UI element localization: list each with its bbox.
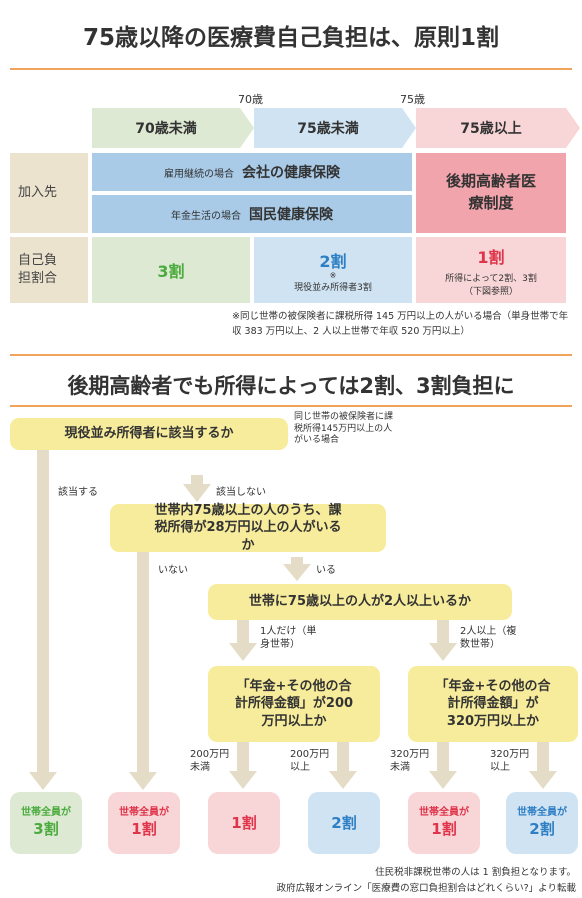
copay-over75-note: 所得によって2割、3割: [445, 273, 537, 284]
footnote: ※同じ世帯の被保険者に課税所得 145 万円以上の人がいる場合（単身世帯で年収 …: [232, 311, 569, 338]
arrow-head-single: [229, 643, 257, 661]
arrow-head-no2: [129, 772, 157, 790]
flow-bar-no2: [137, 552, 149, 775]
arrow-head-no1: [183, 484, 211, 502]
arrow-head-under200: [229, 771, 257, 789]
question-taxable-income: 世帯内75歳以上の人のうち、課税所得が28万円以上の人がいるか: [110, 503, 386, 553]
copay-over75-cell: 1割 所得によって2割、3割 （下図参照）: [416, 237, 566, 303]
label-over320: 320万円以上: [490, 749, 530, 773]
arrow-head-yes2: [283, 564, 311, 581]
flow-bar-single: [237, 620, 249, 646]
flow-bar-under320: [437, 742, 449, 774]
age-mark-70: 70歳: [238, 93, 263, 106]
label-under320: 320万円未満: [390, 749, 430, 773]
elderly-medical-system-cell: 後期高齢者医療制度: [416, 153, 566, 233]
section2-divider: [10, 405, 572, 407]
section-divider: [10, 354, 572, 356]
exemption-note: 住民税非課税世帯の人は 1 割負担となります。: [375, 867, 576, 878]
header-arrow-under75: [254, 108, 416, 148]
label-single-household: 1人だけ（単身世帯）: [260, 626, 317, 650]
pension-small-label: 年金生活の場合: [171, 210, 241, 222]
copay-over75-value: 1割: [477, 247, 505, 267]
flow-bar-yes2: [291, 557, 303, 567]
result-single-1-value: 1割: [231, 813, 257, 832]
label-yes1: 該当する: [58, 487, 98, 498]
age-mark-75: 75歳: [400, 93, 425, 106]
question-current-income-note: 同じ世帯の被保険者に課税所得145万円以上の人がいる場合: [294, 412, 394, 446]
arrow-head-under320: [429, 771, 457, 789]
question-household-count: 世帯に75歳以上の人が2人以上いるか: [208, 584, 512, 620]
arrow-head-over200: [329, 771, 357, 789]
header-under75: 75歳未満: [297, 121, 359, 137]
title-divider: [10, 68, 572, 70]
flow-bar-under200: [237, 742, 249, 774]
row-label-copay: 自己負担割合: [10, 237, 88, 303]
employment-insurance-cell: 雇用継続の場合 会社の健康保険: [92, 153, 412, 191]
result-multi-1-label: 世帯全員が: [419, 807, 469, 819]
question-current-income: 現役並み所得者に該当するか: [10, 418, 288, 450]
label-multi-household: 2人以上（複数世帯）: [460, 626, 517, 650]
label-over200: 200万円以上: [290, 749, 330, 773]
national-insurance-cell: 年金生活の場合 国民健康保険: [92, 195, 412, 233]
section2-title: 後期高齢者でも所得によっては2割、3割負担に: [67, 374, 515, 398]
result-all-1-label: 世帯全員が: [119, 807, 169, 819]
arrow-head-multi: [429, 643, 457, 661]
label-yes2: いる: [316, 565, 336, 576]
source-credit: 政府広報オンライン「医療費の窓口負担割合はどれくらい?」より転載: [276, 883, 576, 894]
flow-bar-over320: [537, 742, 549, 774]
employment-main-label: 会社の健康保険: [242, 165, 340, 181]
result-single-1: 1割: [208, 792, 280, 854]
result-single-2-value: 2割: [331, 813, 357, 832]
age-header-arrows: [92, 108, 580, 148]
header-under70: 70歳未満: [135, 121, 197, 137]
result-all-3-label: 世帯全員が: [21, 807, 71, 819]
copay-under70-value: 3割: [157, 262, 185, 281]
copay-under75-value: 2割: [319, 251, 347, 271]
copay-under70-cell: 3割: [92, 237, 250, 303]
result-multi-1: 世帯全員が 1割: [408, 792, 480, 854]
arrow-head-yes1: [29, 772, 57, 790]
copay-under75-note: 現役並み所得者3割: [294, 282, 372, 293]
result-all-3: 世帯全員が 3割: [10, 792, 82, 854]
header-arrow-over75: [416, 108, 580, 148]
header-over75: 75歳以上: [460, 121, 522, 137]
copay-over75-note2: （下図参照）: [463, 286, 518, 297]
flow-bar-multi: [437, 620, 449, 646]
result-all-1-value: 1割: [131, 819, 157, 838]
header-arrow-under70: [92, 108, 254, 148]
result-multi-1-value: 1割: [431, 819, 457, 838]
flow-bar-over200: [337, 742, 349, 774]
copay-under75-note-mark: ※: [329, 270, 337, 280]
result-all-3-value: 3割: [33, 819, 59, 838]
question-income-320: 「年金+その他の合計所得金額」が320万円以上か: [408, 666, 578, 742]
question-income-200: 「年金+その他の合計所得金額」が200万円以上か: [208, 666, 380, 742]
arrow-head-over320: [529, 771, 557, 789]
flow-bar-yes1: [37, 445, 49, 775]
label-no2: いない: [158, 565, 188, 576]
label-no1: 該当しない: [216, 487, 266, 498]
result-single-2: 2割: [308, 792, 380, 854]
result-multi-2-value: 2割: [529, 819, 555, 838]
copay-under75-cell: 2割 ※ 現役並み所得者3割: [254, 237, 412, 303]
main-title: 75歳以降の医療費自己負担は、原則1割: [82, 25, 499, 51]
label-under200: 200万円未満: [190, 749, 230, 773]
employment-small-label: 雇用継続の場合: [164, 168, 234, 180]
row-label-insurer: 加入先: [10, 153, 88, 233]
result-all-1: 世帯全員が 1割: [108, 792, 180, 854]
result-multi-2-label: 世帯全員が: [517, 807, 567, 819]
pension-main-label: 国民健康保険: [249, 207, 333, 223]
result-multi-2: 世帯全員が 2割: [506, 792, 578, 854]
